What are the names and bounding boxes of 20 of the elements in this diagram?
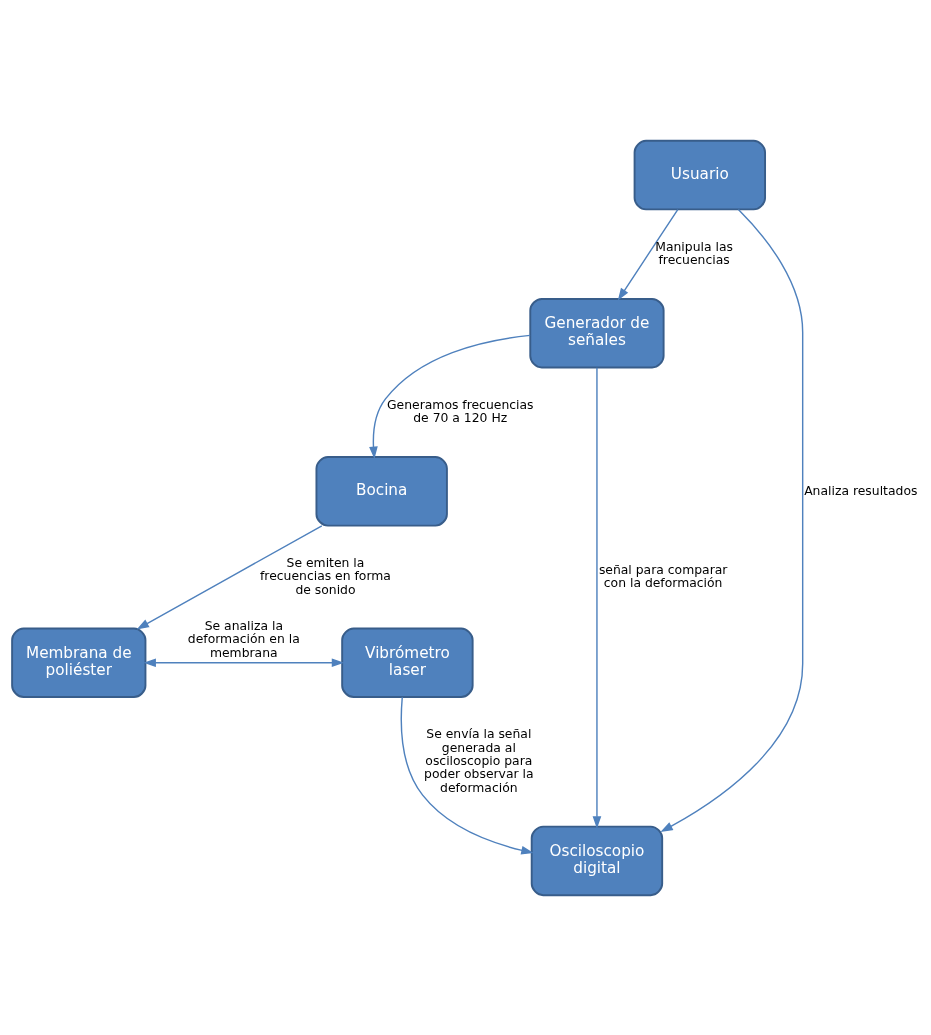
node-box: Generador de señales [529,297,665,368]
edge-label: Se analiza la deformación en la membrana [187,618,300,659]
edge-label: señal para comparar con la deformación [598,562,728,590]
edge-label: Manipula las frecuencias [655,239,733,267]
arrow [592,366,602,829]
edge-label: Generamos frecuencias de 70 a 120 Hz [387,397,534,425]
edge-label: Se emiten la frecuencias en forma de sonido [260,555,391,597]
node-box: Bocina [315,455,448,527]
arrow [369,334,531,459]
arrow [400,696,534,854]
arrow [660,208,804,832]
edge-label: Analiza resultados [804,483,918,498]
arrow [143,657,345,667]
edge-label: Se envía la señal generada al osciloscopio para poder observar la deformación [424,726,534,795]
node-box: Vibrómetro laser [341,627,474,698]
node-box: Usuario [633,139,766,210]
arrow [136,524,323,629]
node-box: Osciloscopio digital [530,825,664,896]
node-box: Membrana de poliéster [11,627,147,698]
arrow [617,208,679,301]
